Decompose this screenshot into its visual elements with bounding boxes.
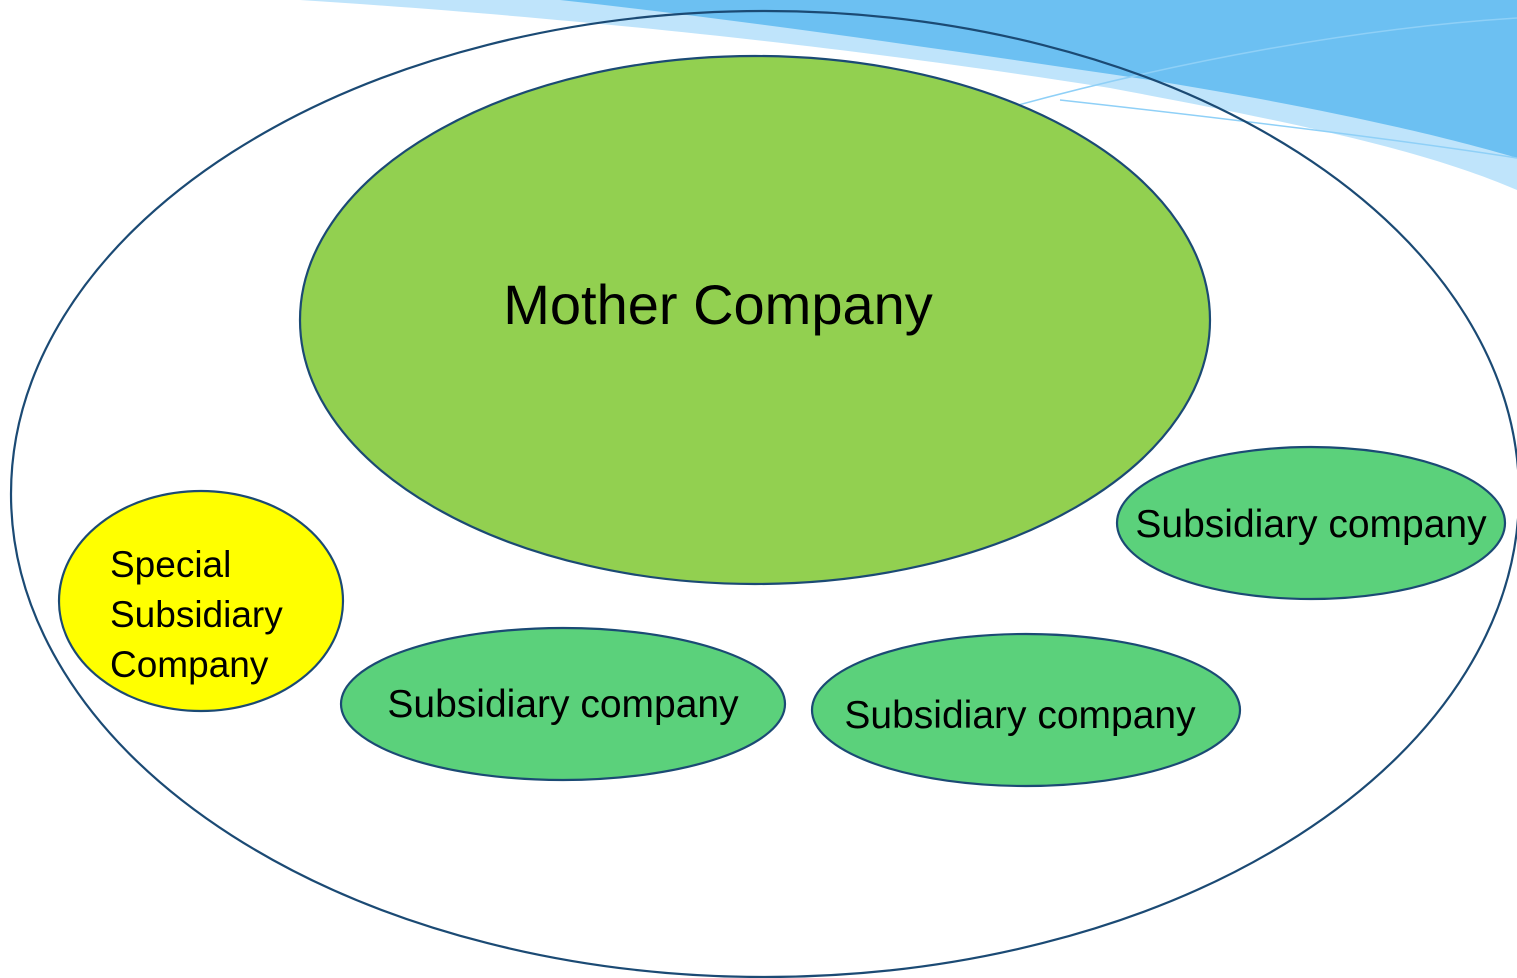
special-subsidiary-line-1: Special bbox=[110, 544, 231, 585]
subsidiary-label-right: Subsidiary company bbox=[1135, 503, 1487, 546]
subsidiary-node-right: Subsidiary company bbox=[1115, 445, 1507, 601]
subsidiary-node-left: Subsidiary company bbox=[339, 626, 787, 782]
decorative-banner bbox=[300, 0, 1517, 190]
subsidiary-node-middle: Subsidiary company bbox=[810, 632, 1242, 788]
mother-company-label: Mother Company bbox=[503, 273, 933, 336]
subsidiary-ellipse-left bbox=[339, 626, 787, 782]
mother-company-node: Mother Company bbox=[298, 54, 1212, 586]
subsidiary-label-left: Subsidiary company bbox=[387, 683, 739, 726]
special-subsidiary-ellipse bbox=[57, 489, 345, 713]
special-subsidiary-node: Special Subsidiary Company bbox=[57, 489, 345, 713]
subsidiary-label-middle: Subsidiary company bbox=[844, 694, 1196, 737]
subsidiary-ellipse-right bbox=[1115, 445, 1507, 601]
banner-wave-front bbox=[560, 0, 1517, 158]
banner-swoosh-line-2 bbox=[1059, 99, 1517, 159]
special-subsidiary-line-2: Subsidiary bbox=[110, 594, 283, 635]
banner-swoosh-line bbox=[999, 17, 1517, 111]
group-boundary-ellipse bbox=[10, 10, 1517, 978]
mother-company-ellipse bbox=[298, 54, 1212, 586]
special-subsidiary-label: Special Subsidiary Company bbox=[110, 544, 293, 685]
subsidiary-ellipse-middle bbox=[810, 632, 1242, 788]
special-subsidiary-line-3: Company bbox=[110, 644, 269, 685]
